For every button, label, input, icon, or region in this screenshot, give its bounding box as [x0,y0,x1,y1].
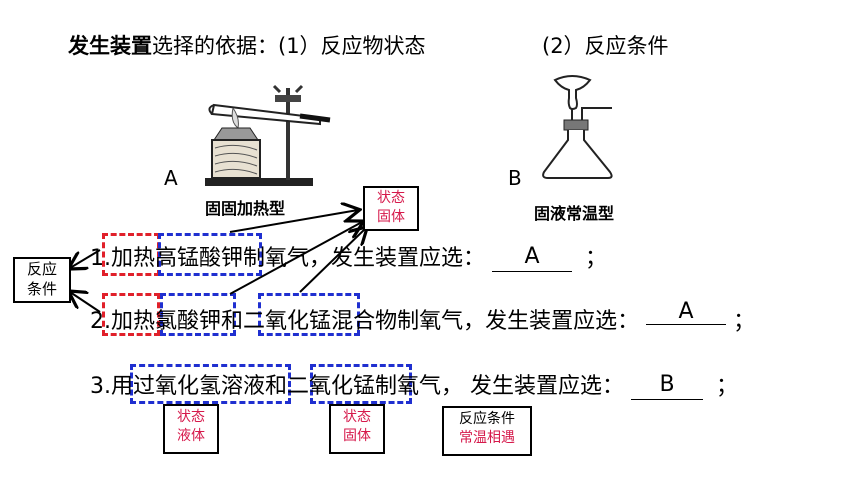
question-1: 1.加热高锰酸钾制氧气，发生装置应选： A ； [90,240,607,272]
q3-catalyst: 二氧化锰 [287,374,376,399]
highlight-kclo3 [160,293,236,336]
highlight-kmno4 [158,233,262,276]
q1-answer: A [524,244,540,269]
q1-number: 1. [90,246,111,271]
state-solid-box-bottom: 状态 固体 [329,404,385,454]
state-label: 状态 [343,409,371,425]
q2-catalyst: 二氧化锰 [243,309,332,334]
question-3: 3.用过氧化氢溶液和二氧化锰制氧气， 发生装置应选： B ； [90,368,738,400]
q3-reactant: 过氧化氢溶液 [133,374,266,399]
question-2: 2.加热氯酸钾和二氧化锰混合物制氧气，发生装置应选： A ； [90,299,756,335]
state-label: 状态 [377,190,405,206]
q3-number: 3.用 [90,374,133,399]
q3-end: ； [716,374,739,399]
state-value: 固体 [343,428,371,444]
q2-answer-blank[interactable]: A [646,299,727,325]
heading-item2: (2）反应条件 [542,34,669,58]
q2-heat: 加热 [111,309,156,334]
apparatus-a-title: 固固加热型 [205,199,286,218]
q2-end: ； [733,309,756,334]
q2-number: 2. [90,309,111,334]
condition-box-left: 反应 条件 [13,257,71,303]
q3-text: 制氧气， 发生装置应选： [375,374,625,399]
q2-answer: A [678,299,694,324]
heading: 发生装置选择的依据：(1）反应物状态 [68,30,426,60]
state-value: 液体 [177,428,205,444]
state-liquid-box: 状态 液体 [163,404,219,454]
heading-criteria: 选择的依据：(1）反应物状态 [152,34,426,58]
q1-text: 制氧气，发生装置应选： [243,246,486,271]
q2-and: 和 [221,309,244,334]
apparatus-b-title: 固液常温型 [534,204,615,223]
q3-answer: B [659,372,675,397]
state-solid-box-top: 状态 固体 [363,186,419,231]
highlight-mno2-1 [258,293,360,336]
q1-end: ； [585,246,608,271]
q2-reactant: 氯酸钾 [155,309,222,334]
highlight-mno2-2 [310,364,412,404]
highlight-heat-2 [102,293,160,336]
condition-box-bottom: 反应条件 常温相遇 [442,406,532,456]
apparatus-a-letter: A [164,166,178,190]
condition-label-2: 条件 [26,280,57,298]
state-label: 状态 [177,409,205,425]
apparatus-b-letter: B [508,166,522,190]
q1-reactant: 高锰酸钾 [155,246,244,271]
q2-text: 混合物制氧气，发生装置应选： [331,309,640,334]
highlight-h2o2 [130,364,291,404]
q1-heat: 加热 [111,246,156,271]
condition-title: 反应条件 [459,411,515,427]
state-value: 固体 [377,209,405,225]
condition-value: 常温相遇 [459,430,515,446]
q1-answer-blank[interactable]: A [492,244,573,272]
heading-bold: 发生装置 [68,34,152,58]
q3-and: 和 [265,374,288,399]
condition-label-1: 反应 [26,260,57,278]
q3-answer-blank[interactable]: B [631,372,704,400]
